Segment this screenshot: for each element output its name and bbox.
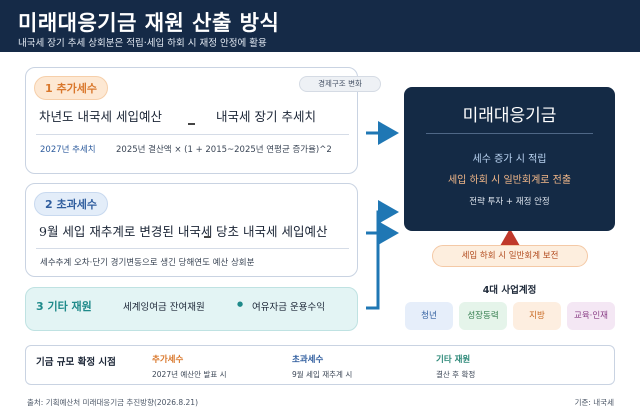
card-1-divider	[36, 134, 349, 135]
card-additional-revenue: 1 추가세수 경제구조 변화 차년도 내국세 세입예산 내국세 장기 추세치 2…	[25, 67, 381, 174]
account-youth: 청년	[405, 302, 453, 330]
schedule-item-2-desc: 9월 세입 재추계 시	[292, 370, 353, 379]
account-growth: 성장동력	[459, 302, 507, 330]
card-2-pill: 2 초과세수	[34, 192, 108, 216]
economic-change-tag: 경제구조 변화	[299, 76, 381, 92]
card-2-note: 세수추계 오차·단기 경기변동으로 생긴 당해연도 예산 상회분	[40, 258, 255, 268]
account-education: 교육·인재	[567, 302, 615, 330]
card-1-right-term: 내국세 장기 추세치	[216, 109, 316, 124]
card-3-item-1: 세계잉여금 잔여재원	[123, 302, 205, 313]
page-subtitle: 내국세 장기 추세 상회분은 적립·세입 하회 시 재정 안정에 활용	[18, 38, 267, 49]
card-other-sources: 3 기타 재원 세계잉여금 잔여재원 ● 여유자금 운용수익	[25, 287, 358, 331]
page-title: 미래대응기금 재원 산출 방식	[18, 10, 280, 35]
account-regional: 지방	[513, 302, 561, 330]
card-2-minus	[204, 236, 211, 238]
fund-line-strategy: 전략 투자 + 재정 안정	[469, 197, 550, 207]
card-1-note-formula: 2025년 결산액 × (1 + 2015~2025년 연평균 증가율)^2	[116, 145, 332, 155]
card-1-pill: 1 추가세수	[34, 76, 108, 100]
schedule-label: 기금 규모 확정 시점	[36, 357, 116, 368]
card-3-item-2: 여유자금 운용수익	[252, 302, 325, 313]
card-1-note-label: 2027년 추세치	[40, 145, 96, 155]
source-note: 출처: 기획예산처 미래대응기금 추진방향(2026.8.21)	[27, 398, 199, 407]
general-account-transfer-pill: 세입 하회 시 일반회계 보전	[432, 245, 588, 267]
card-2-left-term: 9월 세입 재추계로 변경된 내국세	[39, 224, 213, 239]
fund-title: 미래대응기금	[462, 106, 557, 126]
schedule-item-2-title: 초과세수	[292, 355, 324, 365]
accounts-title: 4대 사업계정	[482, 285, 537, 296]
fund-line-accumulate: 세수 증가 시 적립	[472, 154, 547, 165]
card-excess-revenue: 2 초과세수 9월 세입 재추계로 변경된 내국세 당초 내국세 세입예산 세수…	[25, 183, 358, 277]
header-banner: 미래대응기금 재원 산출 방식 내국세 장기 추세 상회분은 적립·세입 하회 …	[0, 0, 640, 52]
card-1-left-term: 차년도 내국세 세입예산	[39, 109, 162, 124]
schedule-box: 기금 규모 확정 시점 추가세수 2027년 예산안 발표 시 초과세수 9월 …	[25, 345, 615, 385]
schedule-item-3-title: 기타 재원	[436, 355, 471, 365]
schedule-item-1-title: 추가세수	[152, 355, 184, 365]
card-3-bullet: ●	[237, 300, 244, 308]
card-3-label: 3 기타 재원	[36, 300, 92, 313]
arrow-card-3	[366, 200, 399, 310]
fund-divider	[426, 133, 593, 134]
schedule-item-1-desc: 2027년 예산안 발표 시	[152, 370, 227, 379]
card-1-minus	[188, 123, 195, 125]
fund-line-transfer: 세입 하회 시 일반회계로 전출	[447, 175, 572, 186]
card-2-divider	[36, 248, 349, 249]
future-response-fund-box: 미래대응기금 세수 증가 시 적립 세입 하회 시 일반회계로 전출 전략 투자…	[404, 87, 615, 231]
schedule-item-3-desc: 결산 후 확정	[436, 370, 476, 379]
basis-note: 기준: 내국세	[574, 398, 614, 407]
card-2-right-term: 당초 내국세 세입예산	[216, 224, 328, 239]
